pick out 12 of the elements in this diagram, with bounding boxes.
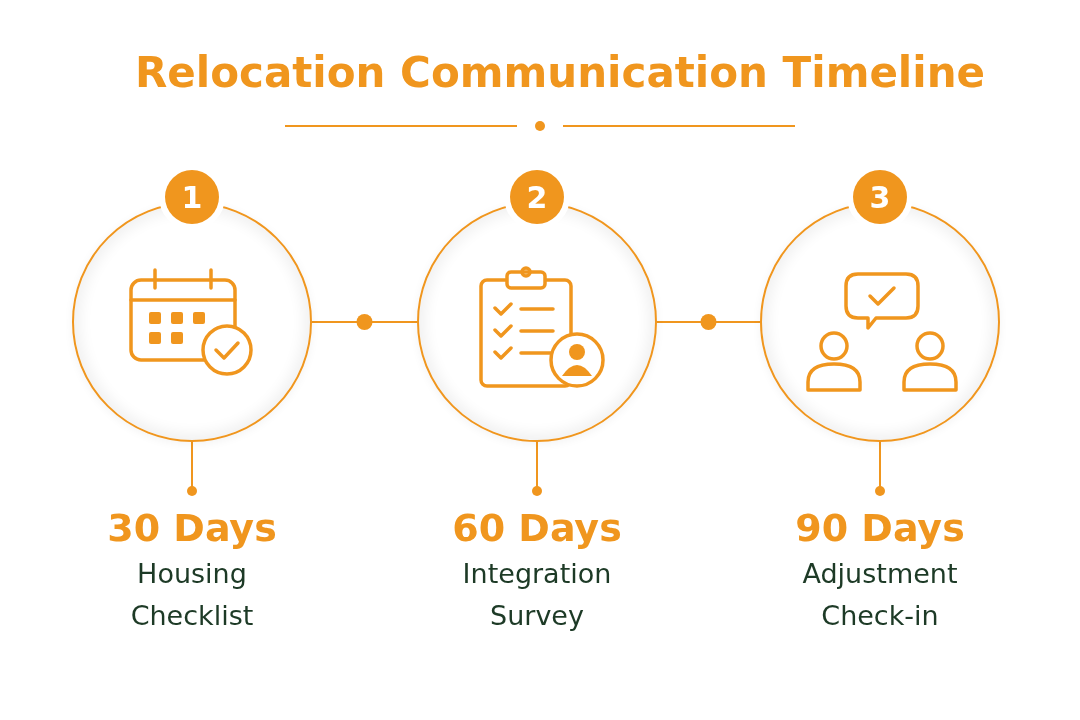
connector-line [311, 321, 418, 323]
duration-label: 90 Days [795, 505, 965, 551]
milestone-label: Integration Survey [461, 557, 613, 633]
duration-label: 30 Days [107, 505, 277, 551]
milestone-label: Housing Checklist [129, 557, 255, 633]
milestone-label: Adjustment Check-in [801, 557, 959, 633]
duration-label: 60 Days [452, 505, 622, 551]
leader-line [187, 441, 197, 496]
leader-line [875, 441, 885, 496]
connector-line [656, 321, 761, 323]
title: Relocation Communication Timeline [133, 48, 987, 97]
leader-line [532, 441, 542, 496]
